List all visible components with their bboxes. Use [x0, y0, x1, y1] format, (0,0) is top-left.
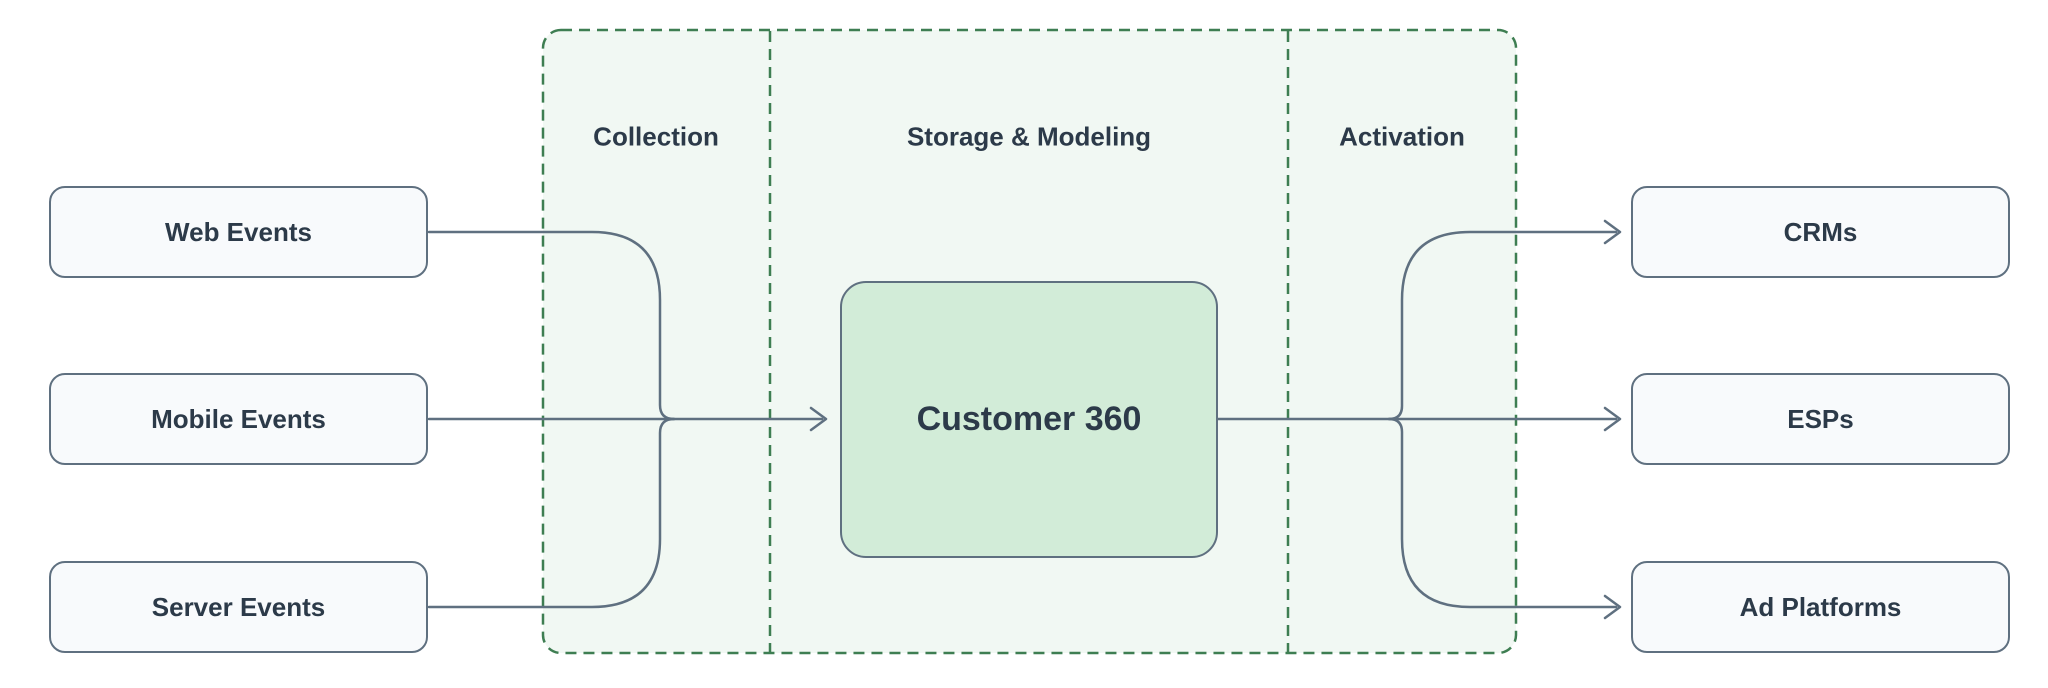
section-title-activation: Activation [1339, 121, 1465, 152]
section-title-collection: Collection [593, 121, 719, 152]
connector-server-events [427, 417, 676, 609]
node-esps: ESPs [1631, 373, 2010, 465]
section-title-storage-modeling: Storage & Modeling [906, 121, 1152, 152]
connector-ad-platforms [1387, 417, 1618, 609]
node-server-events: Server Events [49, 561, 428, 653]
arrowhead-ad-platforms [1603, 594, 1622, 620]
arrowhead-crms [1603, 219, 1622, 245]
node-crms: CRMs [1631, 186, 2010, 278]
connector-crms [1387, 230, 1618, 421]
node-mobile-events: Mobile Events [49, 373, 428, 465]
arrowhead-esps [1603, 406, 1622, 432]
node-customer-360: Customer 360 [840, 281, 1218, 558]
node-web-events: Web Events [49, 186, 428, 278]
node-ad-platforms: Ad Platforms [1631, 561, 2010, 653]
connector-web-events [427, 230, 676, 421]
arrowhead-customer-360 [809, 406, 828, 432]
